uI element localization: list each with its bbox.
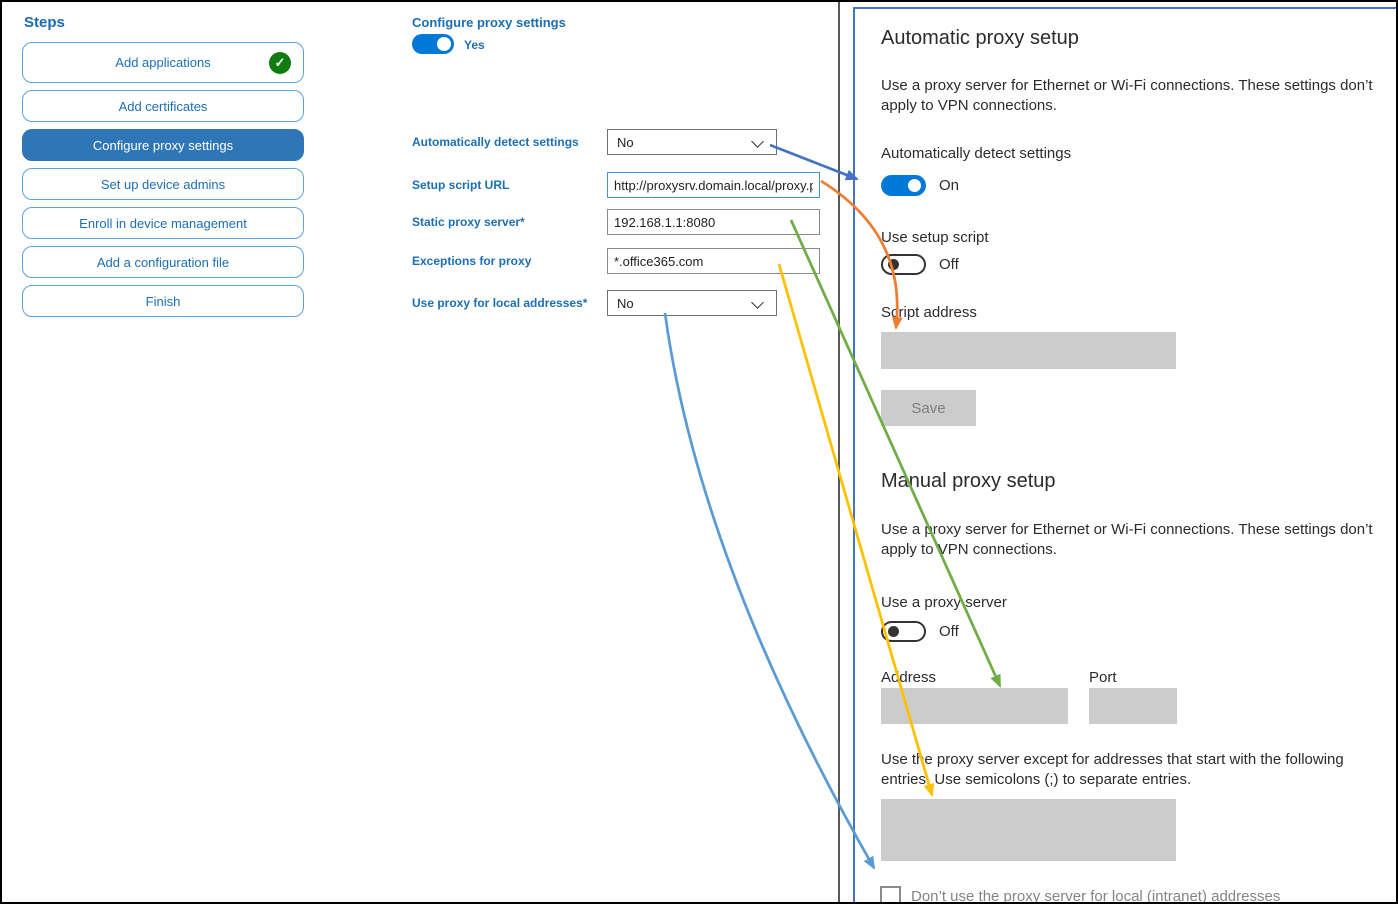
- step-add-a-configuration-file[interactable]: Add a configuration file: [22, 246, 304, 278]
- toggle-knob: [437, 37, 451, 51]
- completed-check-icon: ✓: [269, 51, 291, 74]
- local-addresses-mapping-arrow: [663, 312, 876, 870]
- step-label: Enroll in device management: [79, 215, 247, 231]
- step-label: Add certificates: [118, 98, 208, 114]
- detect-settings-label: Automatically detect settings: [881, 145, 1072, 162]
- steps-panel: Add applications ✓ Add certificates Conf…: [22, 42, 304, 317]
- step-label: Finish: [145, 293, 181, 309]
- proxy-exceptions-description: Use the proxy server except for addresse…: [881, 751, 1344, 788]
- dropdown-value: No: [617, 134, 634, 150]
- setup-script-url-input[interactable]: [607, 172, 820, 198]
- automatically-detect-settings-label: Automatically detect settings: [412, 135, 579, 149]
- detect-settings-toggle[interactable]: [881, 175, 926, 196]
- use-setup-script-state: Off: [939, 256, 959, 273]
- automatic-proxy-description: Use a proxy server for Ethernet or Wi-Fi…: [881, 77, 1373, 114]
- address-input[interactable]: [881, 688, 1068, 724]
- steps-panel-title: Steps: [24, 14, 65, 31]
- step-set-up-device-admins[interactable]: Set up device admins: [22, 168, 304, 200]
- step-enroll-in-device-management[interactable]: Enroll in device management: [22, 207, 304, 239]
- chevron-down-icon: [751, 296, 764, 309]
- proxy-exceptions-input[interactable]: [881, 799, 1176, 861]
- configure-proxy-toggle[interactable]: [412, 34, 454, 54]
- step-finish[interactable]: Finish: [22, 285, 304, 317]
- script-address-input[interactable]: [881, 332, 1176, 369]
- port-label: Port: [1089, 669, 1117, 686]
- toggle-knob: [888, 626, 899, 637]
- step-add-applications[interactable]: Add applications ✓: [22, 42, 304, 83]
- use-proxy-server-label: Use a proxy server: [881, 594, 1007, 611]
- local-addresses-checkbox[interactable]: [880, 886, 901, 902]
- script-address-label: Script address: [881, 304, 977, 321]
- use-proxy-server-state: Off: [939, 623, 959, 640]
- step-add-certificates[interactable]: Add certificates: [22, 90, 304, 122]
- manual-proxy-description: Use a proxy server for Ethernet or Wi-Fi…: [881, 521, 1373, 558]
- static-proxy-server-input[interactable]: [607, 209, 820, 235]
- save-button[interactable]: Save: [881, 390, 976, 426]
- use-setup-script-label: Use setup script: [881, 229, 989, 246]
- toggle-knob: [908, 179, 921, 192]
- chevron-down-icon: [751, 135, 764, 148]
- step-configure-proxy-settings[interactable]: Configure proxy settings: [22, 129, 304, 161]
- form-title: Configure proxy settings: [412, 15, 566, 30]
- windows-settings-proxy-panel: Automatic proxy setup Use a proxy server…: [853, 7, 1396, 904]
- local-addresses-checkbox-label: Don’t use the proxy server for local (in…: [911, 888, 1281, 904]
- automatically-detect-settings-dropdown[interactable]: No: [607, 129, 777, 155]
- vertical-divider: [838, 2, 840, 902]
- configure-proxy-toggle-label: Yes: [464, 38, 485, 52]
- use-setup-script-toggle[interactable]: [881, 254, 926, 275]
- use-proxy-server-toggle[interactable]: [881, 621, 926, 642]
- manual-proxy-setup-heading: Manual proxy setup: [881, 470, 1056, 492]
- dropdown-value: No: [617, 295, 634, 311]
- static-proxy-server-label: Static proxy server*: [412, 215, 525, 229]
- exceptions-for-proxy-label: Exceptions for proxy: [412, 254, 532, 268]
- toggle-knob: [888, 259, 899, 270]
- port-input[interactable]: [1089, 688, 1177, 724]
- step-label: Add applications: [115, 55, 211, 70]
- step-label: Add a configuration file: [96, 254, 230, 270]
- use-proxy-local-addresses-label: Use proxy for local addresses*: [412, 296, 588, 310]
- automatic-proxy-setup-heading: Automatic proxy setup: [881, 27, 1079, 49]
- step-label: Configure proxy settings: [92, 137, 234, 153]
- setup-script-url-label: Setup script URL: [412, 178, 510, 192]
- exceptions-for-proxy-input[interactable]: [607, 248, 820, 274]
- address-label: Address: [881, 669, 937, 686]
- detect-settings-state: On: [939, 177, 960, 194]
- step-label: Set up device admins: [100, 176, 226, 192]
- use-proxy-local-addresses-dropdown[interactable]: No: [607, 290, 777, 316]
